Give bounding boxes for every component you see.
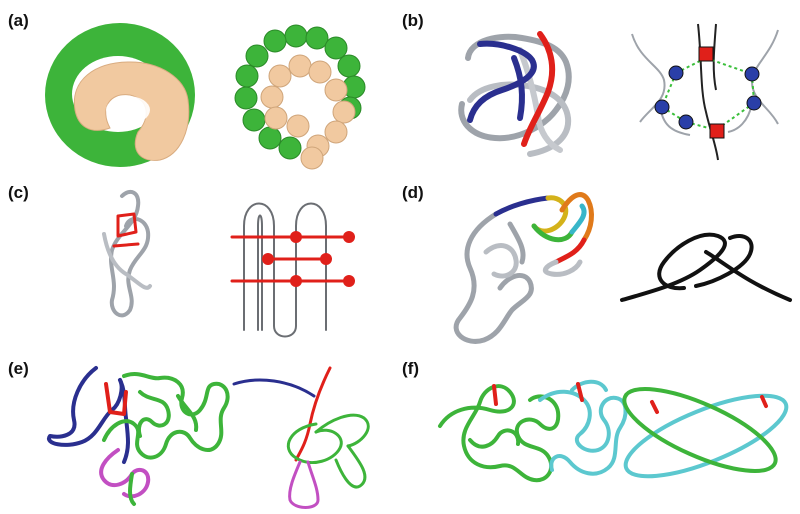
panel-label-e: (e) bbox=[8, 359, 29, 378]
panel-c-protein-trace bbox=[102, 189, 152, 318]
panel-b-protein-ribbon bbox=[458, 31, 572, 157]
panel-e-schematic bbox=[232, 366, 370, 509]
panel-f-linked-rings bbox=[622, 387, 789, 479]
panel-a-surface-ring bbox=[45, 23, 195, 167]
panel-b-schematic bbox=[631, 23, 779, 161]
tan-beads bbox=[260, 54, 356, 170]
cyan-ring bbox=[623, 393, 789, 479]
panel-d-protein-knot bbox=[453, 192, 594, 344]
panel-label-b: (b) bbox=[402, 11, 424, 30]
panel-d-trefoil-knot bbox=[620, 232, 792, 302]
panel-c-hairpin-schematic bbox=[230, 202, 355, 338]
panel-a-bead-ring bbox=[234, 24, 366, 170]
red-square-nodes bbox=[698, 46, 725, 139]
crosslink-lines bbox=[230, 235, 352, 283]
green-ring bbox=[622, 387, 778, 473]
panel-label-c: (c) bbox=[8, 183, 29, 202]
panel-label-d: (d) bbox=[402, 183, 424, 202]
panel-label-f: (f) bbox=[402, 359, 419, 378]
panel-e-protein-trace bbox=[46, 366, 230, 506]
crosslink-nodes bbox=[262, 231, 355, 287]
blue-contact-nodes bbox=[654, 65, 762, 130]
tan-ring-surface bbox=[73, 61, 190, 161]
panel-f-protein-trace bbox=[438, 379, 628, 483]
panel-label-a: (a) bbox=[8, 11, 29, 30]
